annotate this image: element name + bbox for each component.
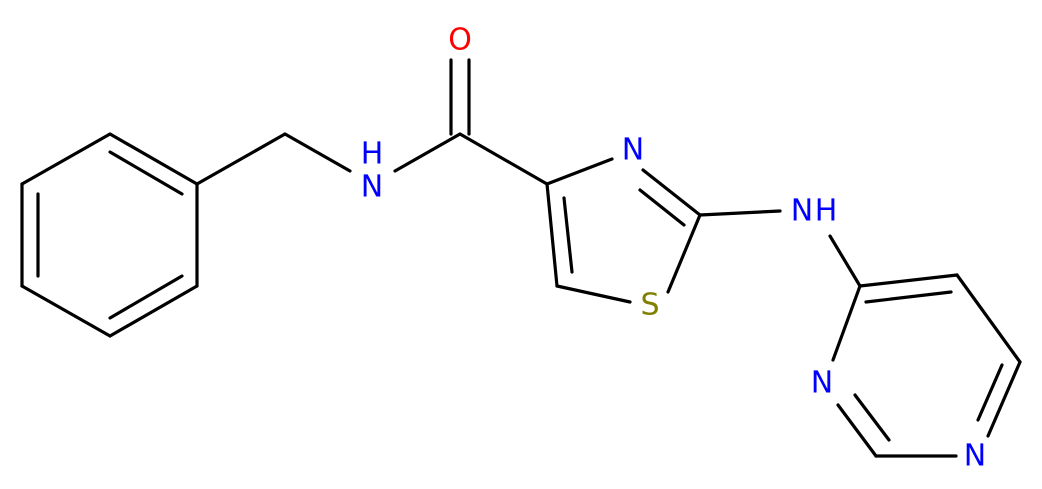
amine-nitrogen-atom: N (791, 194, 813, 229)
bond (555, 284, 632, 304)
bond (20, 132, 112, 186)
amide-hydrogen-atom: H (361, 137, 384, 172)
bond (545, 182, 559, 288)
bond-double-inner (108, 150, 184, 196)
bond (831, 284, 862, 362)
bond-double-inner (864, 290, 953, 304)
benzene-ring (20, 132, 199, 338)
bond-double-inner (638, 188, 686, 227)
oxygen-atom: O (448, 23, 472, 58)
atom-labels: O H N N S N H N N (361, 23, 987, 474)
bond (955, 273, 1022, 364)
bond (836, 403, 878, 458)
amine-hydrogen-atom: H (815, 194, 838, 229)
bond (666, 213, 702, 294)
bond-double-inner (108, 274, 184, 320)
bond (458, 132, 549, 186)
amide-nitrogen-atom: N (361, 170, 383, 205)
bond (393, 132, 462, 173)
thiazole-ring (545, 157, 702, 304)
bond-double-inner (976, 363, 1004, 422)
bond (20, 284, 112, 338)
bond (545, 157, 614, 186)
bond (283, 132, 352, 173)
amine-link (698, 209, 862, 288)
linker-bonds (195, 58, 549, 186)
bond-double-inner (562, 196, 574, 274)
bond (108, 284, 199, 338)
sulfur-atom: S (640, 288, 659, 323)
bond (986, 360, 1022, 438)
pyrimidine-nitrogen-1-atom: N (811, 366, 833, 401)
bond (108, 132, 199, 186)
thiazole-nitrogen-atom: N (622, 133, 644, 168)
bond (828, 234, 862, 288)
bond-double-inner (853, 393, 891, 442)
bond (858, 273, 959, 288)
bond (195, 132, 287, 186)
pyrimidine-nitrogen-2-atom: N (964, 439, 986, 474)
bond (698, 209, 782, 217)
bond (641, 168, 702, 217)
pyrimidine-ring (831, 273, 1022, 458)
